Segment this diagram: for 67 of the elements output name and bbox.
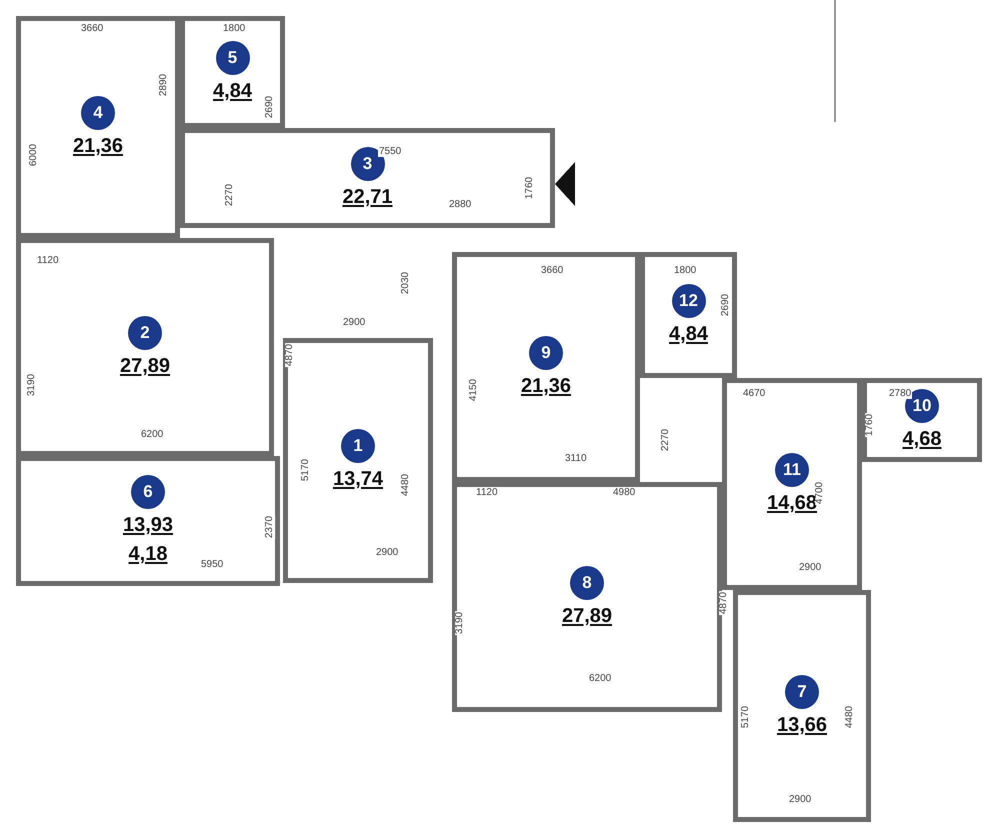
- room: [640, 252, 737, 378]
- dimension-label: 3660: [540, 266, 564, 276]
- dimension-label: 4480: [845, 704, 856, 730]
- dimension-label: 3190: [27, 372, 38, 398]
- dimension-label: 1120: [475, 488, 499, 498]
- dimension-label: 1120: [36, 256, 60, 266]
- room-number-badge: 4: [81, 96, 115, 130]
- dimension-label: 2030: [401, 270, 412, 296]
- dimension-label: 5170: [301, 458, 312, 482]
- dimension-label: 6000: [29, 142, 40, 168]
- dimension-label: 3190: [455, 610, 466, 636]
- room-area: 27,89: [120, 354, 170, 378]
- room-area: 13,93: [122, 513, 174, 538]
- room-number-badge: 1: [341, 429, 375, 463]
- room: [733, 590, 871, 822]
- dimension-label: 2780: [888, 389, 912, 399]
- dimension-label: 5950: [200, 560, 224, 570]
- room-number-badge: 5: [216, 40, 250, 74]
- room: [180, 128, 555, 228]
- room-area: 13,66: [776, 712, 828, 738]
- dimension-label: 3110: [564, 454, 588, 464]
- room-area: 4,84: [213, 78, 252, 104]
- room-area: 4,84: [669, 322, 708, 346]
- dimension-label: 2900: [788, 795, 812, 805]
- room-area: 27,89: [562, 604, 612, 628]
- dimension-label: 2900: [375, 548, 400, 558]
- room-area: 22,71: [342, 184, 393, 210]
- dimension-label: 2270: [225, 182, 236, 208]
- dimension-label: 4870: [719, 590, 730, 616]
- room: [283, 338, 433, 583]
- room-area: 21,36: [72, 134, 124, 158]
- room-area: 21,36: [520, 374, 572, 398]
- room: [862, 378, 982, 462]
- dimension-label: 2690: [265, 94, 276, 120]
- dimension-label: 1760: [865, 412, 876, 438]
- dimension-label: 1800: [222, 24, 246, 34]
- room-area: 4,18: [128, 542, 168, 567]
- room-area: 13,74: [332, 467, 384, 492]
- dimension-label: 2370: [265, 514, 276, 540]
- room-number-badge: 8: [570, 566, 604, 600]
- room-number-badge: 2: [128, 316, 162, 350]
- dimension-label: 1800: [673, 266, 698, 276]
- dimension-label: 2270: [661, 428, 672, 452]
- dimension-label: 4150: [469, 378, 480, 402]
- room-number-badge: 7: [785, 674, 819, 708]
- room-number-badge: 11: [775, 452, 809, 486]
- dimension-label: 6200: [140, 430, 164, 440]
- room-area: 4,68: [902, 426, 942, 452]
- room-number-badge: 6: [131, 475, 165, 509]
- dimension-label: 3660: [80, 24, 104, 34]
- dimension-label: 2690: [721, 292, 732, 318]
- dimension-label: 1760: [525, 176, 536, 200]
- dimension-label: 7550: [378, 147, 402, 157]
- dimension-label: 6200: [588, 674, 612, 684]
- dimension-label: 4980: [612, 488, 636, 498]
- room-number-badge: 9: [529, 336, 563, 370]
- dimension-label: 2900: [342, 318, 366, 328]
- dimension-label: 2880: [448, 200, 472, 210]
- dimension-label: 4870: [285, 342, 296, 368]
- dimension-label: 2900: [798, 563, 822, 573]
- dimension-label: 4480: [401, 472, 412, 498]
- dimension-label: 2890: [159, 72, 170, 98]
- dimension-label: 4700: [815, 480, 826, 506]
- room-number-badge: 12: [672, 284, 706, 318]
- room: [16, 456, 280, 586]
- dimension-label: 5170: [741, 704, 752, 730]
- dimension-label: 4670: [742, 389, 766, 399]
